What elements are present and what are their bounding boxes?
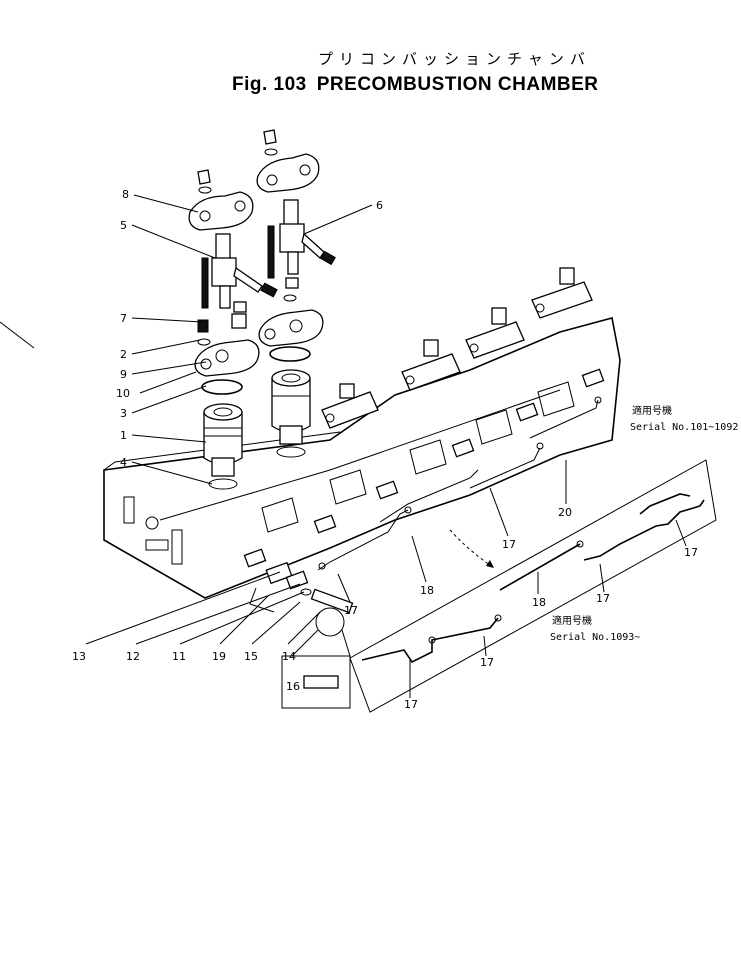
o-ring <box>201 379 243 395</box>
callout-17-e: 17 <box>480 656 494 669</box>
callout-8: 8 <box>122 188 129 201</box>
callout-15: 15 <box>244 650 258 663</box>
o-ring <box>269 346 311 362</box>
cylinder-head <box>103 317 621 599</box>
rocker-assemblies <box>321 267 593 429</box>
serial-note-1: Serial No.101~1092 <box>630 422 738 433</box>
callout-13: 13 <box>72 650 86 663</box>
gasket-ring <box>208 478 238 490</box>
detail-box <box>281 655 351 709</box>
callout-18-a: 18 <box>420 584 434 597</box>
callout-17-d: 17 <box>684 546 698 559</box>
washer <box>264 148 278 156</box>
gasket-plate <box>258 309 324 347</box>
port-opening <box>261 497 299 533</box>
bar-18 <box>499 543 581 591</box>
washer <box>197 338 211 346</box>
bar-lower-left <box>361 617 499 664</box>
stud <box>267 225 275 279</box>
stud <box>201 257 209 309</box>
lead-wire <box>249 587 275 613</box>
serial-note-2-jp: 適用号機 <box>552 614 592 627</box>
callout-3: 3 <box>120 407 127 420</box>
left-chamber-stack <box>188 169 278 490</box>
side-slot <box>123 496 135 524</box>
callout-16: 16 <box>286 680 300 693</box>
nozzle-holder-upper <box>283 199 299 227</box>
reference-arrow <box>449 529 495 569</box>
callout-18-b: 18 <box>532 596 546 609</box>
callout-1: 1 <box>120 429 127 442</box>
glow-plug <box>310 588 354 614</box>
glow-plug-row <box>243 368 605 568</box>
gasket-plate <box>194 339 260 377</box>
serial-note-1-jp: 適用号機 <box>632 404 672 417</box>
callout-20: 20 <box>558 506 572 519</box>
port-opening <box>329 469 367 505</box>
nut <box>197 169 211 185</box>
glow-plug-detail <box>303 675 339 689</box>
title-japanese: プリコンバッションチャンバ <box>318 50 591 68</box>
callout-2: 2 <box>120 348 127 361</box>
nozzle-holder-body <box>211 257 237 287</box>
callout-5: 5 <box>120 219 127 232</box>
callout-12: 12 <box>126 650 140 663</box>
callout-7: 7 <box>120 312 127 325</box>
fuel-connector <box>301 232 325 259</box>
side-slot <box>171 529 183 565</box>
callout-17-a: 17 <box>344 604 358 617</box>
serial-note-2: Serial No.1093~ <box>550 632 640 643</box>
leader-lines <box>85 194 687 698</box>
side-slot <box>145 539 169 551</box>
fuel-connector <box>233 266 263 293</box>
callout-6: 6 <box>376 199 383 212</box>
glow-plug-connection <box>249 561 354 709</box>
bar-upper-right <box>639 493 691 515</box>
port-opening <box>475 409 513 445</box>
port-opening <box>537 381 575 417</box>
callout-9: 9 <box>120 368 127 381</box>
connector-bars-lower <box>349 459 717 713</box>
callout-10: 10 <box>116 387 130 400</box>
callout-17-f: 17 <box>404 698 418 711</box>
washer <box>198 186 212 194</box>
holder-plate <box>188 191 254 231</box>
holder-plate <box>256 153 320 193</box>
port-opening <box>409 439 447 475</box>
nut <box>263 129 277 145</box>
connector-bars-upper <box>317 396 602 571</box>
edge-mark <box>0 321 35 349</box>
callout-19: 19 <box>212 650 226 663</box>
lower-frame <box>349 459 717 713</box>
nut <box>197 319 209 333</box>
callout-11: 11 <box>172 650 186 663</box>
right-chamber-stack <box>256 129 336 458</box>
serial-notes: 適用号機 Serial No.101~1092 適用号機 Serial No.1… <box>550 404 738 643</box>
bar-lower-right <box>583 499 705 561</box>
figure-title: Fig. 103 PRECOMBUSTION CHAMBER <box>232 74 609 96</box>
callout-labels: 8 5 6 7 2 9 10 3 1 4 13 12 11 19 15 14 1… <box>72 188 698 711</box>
callout-4: 4 <box>120 456 127 469</box>
figure-title-text: PRECOMBUSTION CHAMBER <box>316 74 599 95</box>
nozzle-holder-body <box>279 223 305 253</box>
callout-17-b: 17 <box>502 538 516 551</box>
nozzle-holder-upper <box>215 233 231 261</box>
callout-14: 14 <box>282 650 296 663</box>
callout-17-c: 17 <box>596 592 610 605</box>
bolt-hole <box>145 516 159 530</box>
figure-number: Fig. 103 <box>232 74 307 95</box>
